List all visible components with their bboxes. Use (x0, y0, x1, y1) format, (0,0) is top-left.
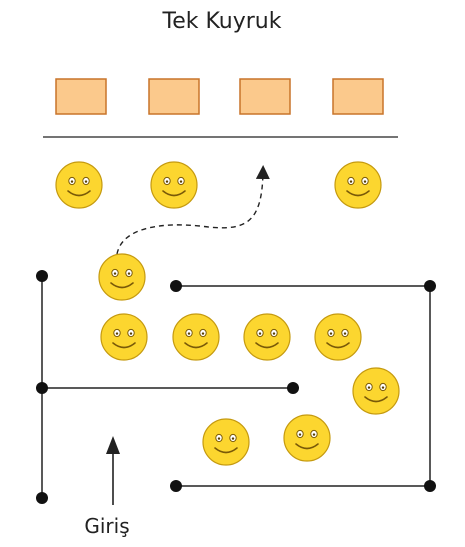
service-counters (55, 78, 384, 115)
smiley-face-icon (314, 313, 362, 361)
entry-arrow (106, 436, 120, 505)
smiley-face-icon (283, 414, 331, 462)
smiley-face-icon (334, 161, 382, 209)
post-icon (36, 270, 48, 282)
smiley-face-icon (352, 367, 400, 415)
service-counter-icon (239, 78, 291, 115)
arrow-up-icon-head (106, 436, 120, 454)
smiley-face-icon (202, 418, 250, 466)
post-icon (424, 280, 436, 292)
post-icon (170, 280, 182, 292)
service-counter-icon (55, 78, 107, 115)
post-icon (170, 480, 182, 492)
post-icon (36, 492, 48, 504)
service-counter-icon (332, 78, 384, 115)
service-counter-icon (148, 78, 200, 115)
smiley-face-icon (243, 313, 291, 361)
smiley-face-icon (172, 313, 220, 361)
post-icon (36, 382, 48, 394)
smiley-face-icon (55, 161, 103, 209)
queue-barriers (36, 270, 436, 504)
dashed-arrow-icon (116, 165, 270, 255)
smiley-face-icon (150, 161, 198, 209)
post-icon (424, 480, 436, 492)
served-customers (55, 161, 382, 209)
smiley-face-icon (100, 313, 148, 361)
diagram-title: Tek Kuyruk (162, 9, 282, 34)
entry-label: Giriş (84, 514, 129, 538)
post-icon (287, 382, 299, 394)
smiley-face-icon (98, 253, 146, 301)
